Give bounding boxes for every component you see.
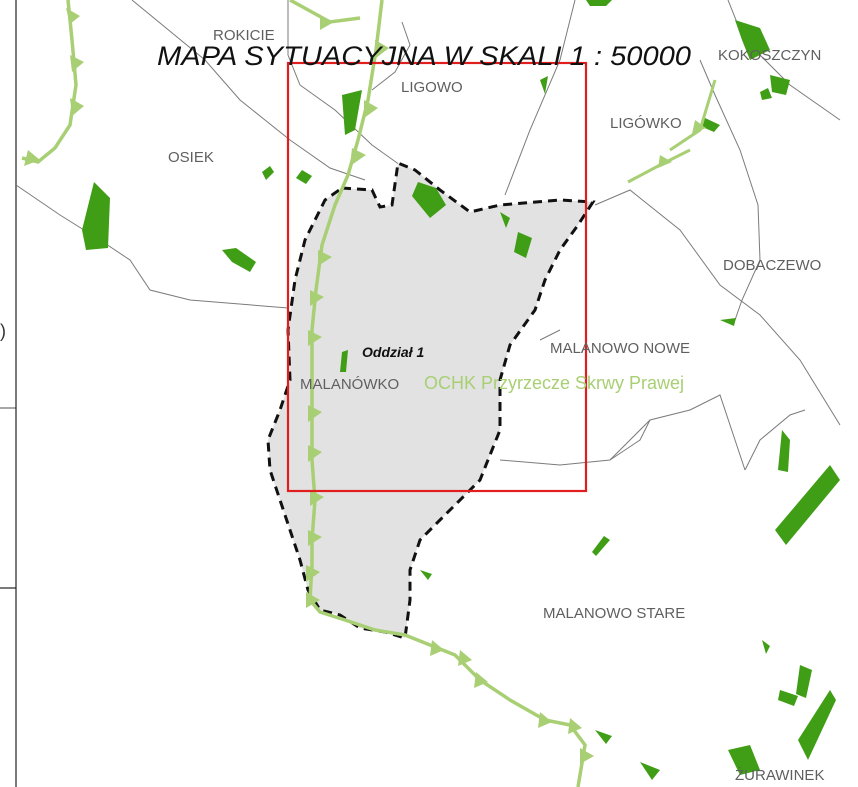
forest-unit-area — [266, 160, 596, 640]
village-label-osiek: OSIEK — [168, 149, 214, 166]
protected-area-label: OCHK Przyrzecze Skrwy Prawej — [424, 373, 684, 393]
village-label-ligowko: LIGÓWKO — [610, 115, 682, 132]
village-label-malanowko: MALANÓWKO — [300, 376, 399, 393]
map-title: MAPA SYTUACYJNA W SKALI 1 : 50000 — [157, 41, 691, 71]
protected-area-boundary — [21, 0, 717, 787]
forest-patches — [82, 0, 840, 780]
village-label-rokicie: ROKICIE — [213, 27, 275, 44]
village-label-dobaczewo: DOBACZEWO — [723, 257, 821, 274]
village-label-ligowo: LIGOWO — [401, 79, 463, 96]
village-label-malanowo-nowe: MALANOWO NOWE — [550, 340, 690, 357]
village-label-malanowo-stare: MALANOWO STARE — [543, 605, 685, 622]
map-extent-frame — [286, 61, 588, 493]
edge-mark: ) — [0, 321, 6, 341]
village-label-zurawinek: ŻURAWINEK — [735, 766, 824, 784]
village-label-kokoszczyn: KOKOSZCZYN — [718, 47, 821, 64]
map-frame — [0, 0, 17, 787]
forest-unit-label: Oddział 1 — [362, 344, 424, 360]
